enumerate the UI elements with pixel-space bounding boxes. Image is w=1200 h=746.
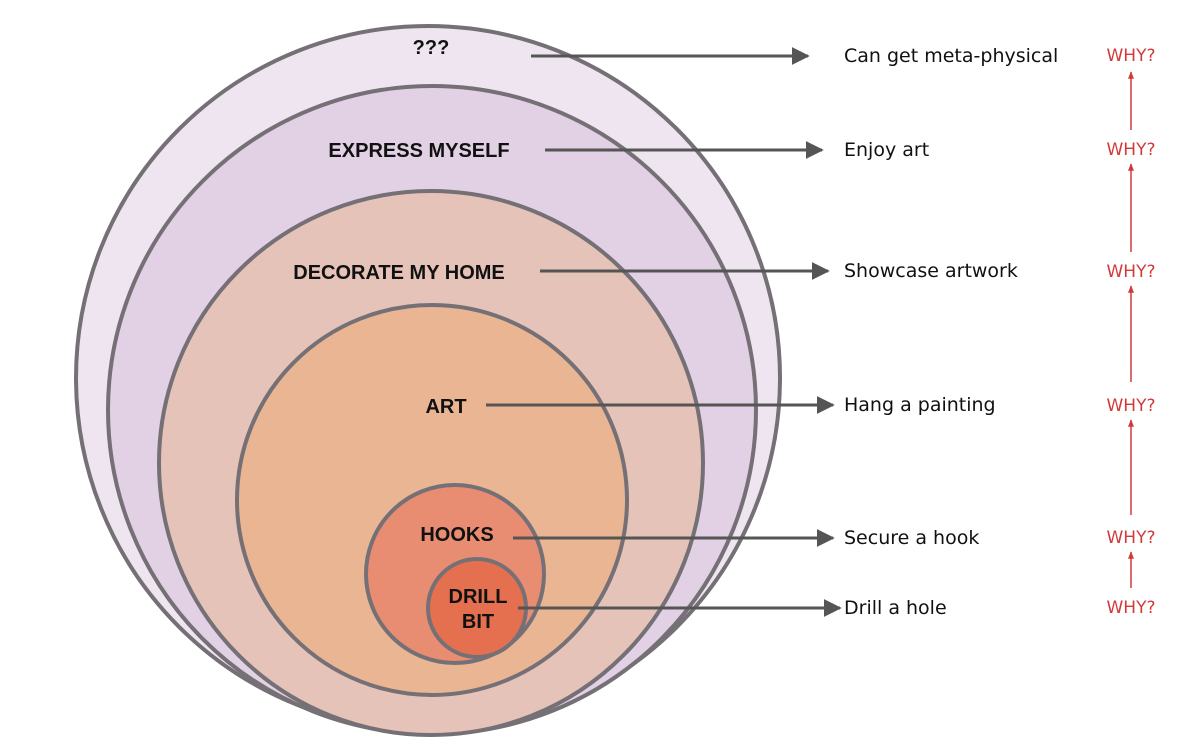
why-label-2: WHY?	[1107, 140, 1156, 160]
label-unknown: ???	[413, 37, 450, 59]
label-hooks: HOOKS	[420, 524, 493, 546]
level-arrows	[486, 47, 842, 617]
label-drill-bit-line2: BIT	[462, 611, 494, 633]
label-drill-bit-line1: DRILL	[449, 586, 508, 608]
circles	[74, 24, 782, 737]
desc-secure-hook: Secure a hook	[844, 527, 979, 549]
label-art: ART	[425, 396, 466, 418]
desc-drill-hole: Drill a hole	[844, 597, 947, 619]
why-label-6: WHY?	[1107, 598, 1156, 618]
descriptions: Can get meta-physical Enjoy art Showcase…	[844, 45, 1058, 619]
circle-labels: ??? EXPRESS MYSELF DECORATE MY HOME ART …	[293, 37, 509, 633]
desc-hang-painting: Hang a painting	[844, 394, 996, 416]
why-label-5: WHY?	[1107, 528, 1156, 548]
label-express-myself: EXPRESS MYSELF	[328, 140, 509, 162]
label-decorate-my-home: DECORATE MY HOME	[293, 262, 505, 284]
why-label-3: WHY?	[1107, 262, 1156, 282]
desc-meta-physical: Can get meta-physical	[844, 45, 1058, 67]
desc-enjoy-art: Enjoy art	[844, 139, 929, 161]
why-label-1: WHY?	[1107, 46, 1156, 66]
desc-showcase-artwork: Showcase artwork	[844, 260, 1018, 282]
circle-drill-bit	[426, 557, 528, 659]
why-labels: WHY? WHY? WHY? WHY? WHY? WHY?	[1107, 46, 1156, 618]
why-label-4: WHY?	[1107, 396, 1156, 416]
